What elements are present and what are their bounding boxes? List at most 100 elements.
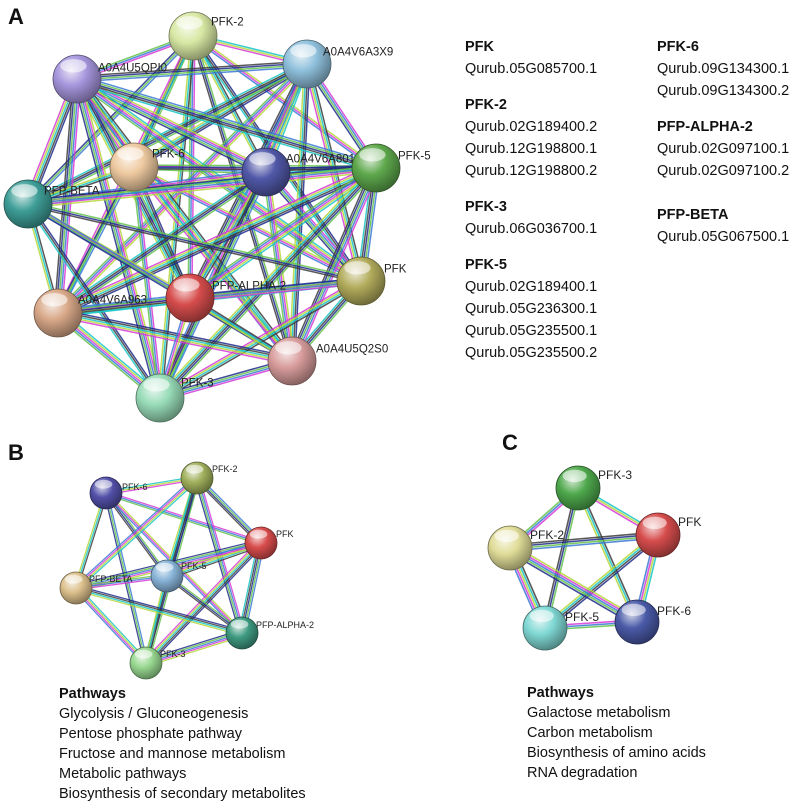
edge-a0a4v6a801-a0a4v6a963 (57, 170, 266, 313)
gene-group-pfk-2: PFK-2 Qurub.02G189400.2 Qurub.12G198800.… (465, 94, 597, 182)
node-label: A0A4V6A801 (286, 154, 355, 166)
gene-group-pfp-alpha-2: PFP-ALPHA-2 Qurub.02G097100.1 Qurub.02G0… (657, 116, 789, 182)
pathway-item: Biosynthesis of secondary metabolites (59, 786, 306, 802)
node-highlight (249, 152, 276, 166)
node-label: PFK-3 (160, 649, 186, 659)
edge-a0a4v6a963-a0a4u5q2s0 (58, 308, 293, 359)
pathway-item: Galactose metabolism (527, 705, 671, 721)
node-label: PFK (384, 264, 407, 276)
edge-a0a4u5qpi0-pfk-5 (77, 76, 377, 167)
pathways-b: Pathways Glycolysis / Gluconeogenesis Pe… (59, 684, 306, 804)
gene-id: Qurub.02G097100.1 (657, 141, 790, 157)
edge-pfp-alpha-2-pfk-3 (145, 630, 242, 663)
node-pfk: PFK (635, 512, 701, 558)
edge-pfk-5-pfp-beta (27, 163, 376, 202)
gene-title: PFP-BETA (657, 207, 729, 223)
gene-group-pfk-6: PFK-6 Qurub.09G134300.1 Qurub.09G134300.… (657, 36, 789, 102)
node-pfk-2: PFK-2 (168, 11, 244, 61)
gene-group-pfk: PFK Qurub.05G085700.1 (465, 36, 597, 80)
edge-pfk-6-pfp-beta (75, 492, 107, 589)
edge-pfk-pfk-5 (545, 535, 660, 630)
node-label: PFP-BETA (44, 186, 100, 198)
node-highlight (275, 341, 302, 355)
edge-pfk-5-pfk-3 (162, 170, 380, 402)
gene-group-pfp-beta: PFP-BETA Qurub.05G067500.1 (657, 204, 789, 248)
edge-a0a4u5qpi0-a0a4u5q2s0 (77, 77, 295, 361)
edge-pfp-beta-pfk-3 (76, 587, 148, 663)
edge-pfp-beta-pfp-alpha-2 (76, 586, 243, 633)
panel-letter-b: B (8, 440, 24, 465)
edge-pfp-alpha-2-pfk-3 (146, 633, 243, 666)
node-pfk-3: PFK-3 (135, 373, 214, 423)
edge-a0a4v6a801-a0a4u5q2s0 (262, 172, 290, 362)
edge-pfk-3-pfk-5 (546, 488, 581, 629)
edge-pfp-beta-pfk-3 (27, 203, 161, 399)
node-highlight (230, 619, 249, 629)
gene-id: Qurub.06G036700.1 (465, 221, 598, 237)
node-pfk-6: PFK-6 (109, 142, 185, 192)
edge-pfk-pfk-5 (546, 536, 661, 631)
node-highlight (529, 609, 554, 623)
edge-a0a4v6a801-pfk-3 (161, 172, 270, 400)
node-pfk: PFK (244, 526, 294, 560)
edge-a0a4u5qpi0-pfk-5 (77, 74, 378, 166)
edge-pfk-pfk-3 (143, 540, 260, 662)
node-pfk-5: PFK-5 (150, 559, 207, 593)
edge-a0a4u5qpi0-a0a4v6a801 (76, 78, 267, 173)
edge-a0a4v6a963-a0a4u5q2s0 (57, 314, 292, 364)
node-highlight (642, 516, 667, 530)
edge-a0a4u5qpi0-pfk-3 (72, 79, 158, 400)
edge-pfk-2-pfp-beta (77, 479, 200, 591)
node-highlight (176, 16, 203, 30)
edge-pfk-pfk-2 (509, 533, 658, 548)
gene-title: PFK-3 (465, 199, 507, 215)
gene-group-pfk-3: PFK-3 Qurub.06G036700.1 (465, 196, 597, 240)
edge-pfk-2-pfp-beta (76, 478, 198, 590)
edge-pfk-2-pfk-6 (507, 550, 636, 627)
gene-id: Qurub.05G067500.1 (657, 229, 790, 245)
node-highlight (494, 529, 519, 543)
edge-pfp-beta-pfk (28, 201, 362, 280)
edge-a0a4v6a801-a0a4v6a963 (56, 169, 265, 312)
edge-pfk-5-a0a4v6a963 (57, 167, 377, 314)
edge-pfk-3-pfk-6 (577, 487, 638, 623)
node-label: PFP-ALPHA-2 (212, 281, 286, 293)
edge-pfk-5-pfk-3 (159, 167, 377, 399)
edge-pfp-beta-pfk-3 (74, 588, 146, 664)
edge-pfk-5-a0a4v6a963 (59, 170, 378, 318)
node-pfk-5: PFK-5 (522, 605, 599, 651)
gene-id: Qurub.09G134300.1 (657, 61, 790, 77)
edge-a0a4v6a3x9-a0a4u5qpi0 (77, 64, 308, 81)
node-pfk-3: PFK-3 (555, 465, 632, 511)
node-label: PFK-3 (181, 378, 214, 390)
edge-pfk-6-pfk-3 (131, 167, 159, 399)
node-label: PFK-6 (152, 149, 185, 161)
gene-id: Qurub.12G198800.2 (465, 163, 598, 179)
edge-pfk-pfp-alpha-2 (189, 279, 361, 298)
edge-pfk-5-pfk-3 (156, 164, 374, 396)
edge-pfk-6-pfp-beta (73, 492, 106, 588)
edge-pfp-beta-pfk-3 (28, 202, 163, 398)
node-label: PFK-2 (530, 528, 564, 542)
edge-pfp-beta-a0a4u5q2s0 (28, 201, 294, 361)
panel-letter-a: A (8, 4, 24, 29)
edge-pfk-pfk-5 (167, 545, 263, 580)
edge-pfk-5-pfp-alpha-2 (190, 168, 378, 301)
edge-a0a4v6a3x9-pfp-beta (28, 65, 309, 208)
edge-pfk-2-pfk-6 (510, 545, 639, 621)
gene-id: Qurub.09G134300.2 (657, 83, 790, 99)
edge-a0a4v6a3x9-a0a4u5q2s0 (290, 63, 307, 361)
edge-a0a4u5qpi0-pfk-5 (75, 81, 376, 173)
edge-a0a4v6a963-a0a4u5q2s0 (58, 310, 293, 360)
edge-pfk-pfk-3 (158, 277, 360, 397)
edge-pfk-5-pfp-beta (28, 170, 377, 209)
edge-pfk-6-a0a4v6a963 (57, 166, 135, 314)
node-label: PFK-2 (212, 464, 238, 474)
node-highlight (60, 59, 87, 73)
node-highlight (155, 562, 174, 572)
node-label: PFK-2 (211, 17, 244, 29)
edge-a0a4v6a3x9-pfp-beta (28, 64, 308, 206)
edge-pfk-5-pfp-alpha-2 (188, 165, 376, 298)
edge-a0a4u5qpi0-a0a4u5q2s0 (79, 76, 296, 360)
